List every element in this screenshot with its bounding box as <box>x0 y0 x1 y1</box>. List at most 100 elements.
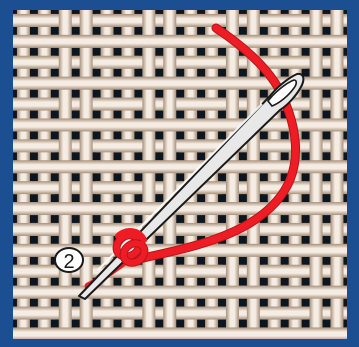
canvas-thread <box>284 265 306 278</box>
canvas-thread <box>33 244 55 257</box>
step-number: 2 <box>63 251 74 273</box>
canvas-thread <box>263 160 285 173</box>
canvas-thread <box>33 118 55 131</box>
canvas-thread <box>159 160 181 173</box>
canvas-thread <box>33 286 55 299</box>
canvas-thread <box>284 56 306 69</box>
canvas-thread <box>222 77 244 90</box>
canvas-thread <box>117 307 139 320</box>
canvas-thread <box>305 286 327 299</box>
canvas-thread <box>180 98 202 111</box>
canvas-thread <box>13 286 35 299</box>
canvas-thread <box>13 244 35 257</box>
canvas-thread <box>117 14 139 27</box>
canvas-thread <box>326 244 348 257</box>
canvas-thread <box>96 139 118 152</box>
canvas-thread <box>13 77 35 90</box>
canvas-thread <box>284 14 306 27</box>
canvas-thread <box>180 286 202 299</box>
canvas-thread <box>117 202 139 215</box>
canvas-thread <box>263 286 285 299</box>
canvas-thread <box>117 56 139 69</box>
canvas-thread <box>159 327 181 340</box>
canvas-thread <box>201 265 223 278</box>
canvas-thread <box>201 327 223 340</box>
canvas-thread <box>117 118 139 131</box>
canvas-thread <box>13 160 35 173</box>
canvas-thread <box>54 202 76 215</box>
canvas-thread <box>96 14 118 27</box>
canvas-thread <box>33 139 55 152</box>
canvas-thread <box>13 265 35 278</box>
canvas-thread <box>117 77 139 90</box>
canvas-thread <box>138 118 160 131</box>
canvas-thread <box>13 202 35 215</box>
canvas-thread <box>284 35 306 48</box>
canvas-thread <box>284 327 306 340</box>
canvas-thread <box>263 35 285 48</box>
canvas-thread <box>138 202 160 215</box>
canvas-thread <box>180 265 202 278</box>
canvas-thread <box>138 327 160 340</box>
canvas-thread <box>222 202 244 215</box>
canvas-thread <box>13 223 35 236</box>
canvas-thread <box>222 327 244 340</box>
canvas-thread <box>138 77 160 90</box>
canvas-thread <box>13 118 35 131</box>
canvas-thread <box>201 77 223 90</box>
canvas-thread <box>263 14 285 27</box>
canvas-thread <box>54 327 76 340</box>
canvas-thread <box>326 286 348 299</box>
canvas-thread <box>242 244 264 257</box>
canvas-thread <box>117 139 139 152</box>
canvas-thread <box>54 160 76 173</box>
canvas-thread <box>96 98 118 111</box>
canvas-thread <box>201 286 223 299</box>
canvas-thread <box>263 265 285 278</box>
canvas-thread <box>13 35 35 48</box>
canvas-thread <box>96 307 118 320</box>
canvas-thread <box>326 202 348 215</box>
canvas-thread <box>138 160 160 173</box>
canvas-thread <box>284 223 306 236</box>
canvas-thread <box>263 327 285 340</box>
canvas-thread <box>33 35 55 48</box>
canvas-thread <box>75 35 97 48</box>
canvas-thread <box>159 286 181 299</box>
canvas-thread <box>13 56 35 69</box>
canvas-thread <box>33 223 55 236</box>
canvas-thread <box>305 327 327 340</box>
canvas-thread <box>242 77 264 90</box>
canvas-thread <box>13 14 35 27</box>
canvas-thread <box>180 307 202 320</box>
canvas-thread <box>13 98 35 111</box>
canvas-thread <box>159 77 181 90</box>
canvas-thread <box>222 286 244 299</box>
canvas-thread <box>305 77 327 90</box>
canvas-thread <box>96 181 118 194</box>
canvas-thread <box>54 35 76 48</box>
canvas-thread <box>96 118 118 131</box>
canvas-thread <box>201 307 223 320</box>
canvas-thread <box>159 35 181 48</box>
canvas-thread <box>33 160 55 173</box>
canvas-thread <box>263 307 285 320</box>
canvas-thread <box>326 35 348 48</box>
canvas-thread <box>242 327 264 340</box>
canvas-thread <box>75 202 97 215</box>
canvas-thread <box>33 14 55 27</box>
canvas-thread <box>284 307 306 320</box>
canvas-thread <box>54 77 76 90</box>
canvas-thread <box>33 98 55 111</box>
canvas-thread <box>138 286 160 299</box>
canvas-thread <box>263 139 285 152</box>
canvas-thread <box>305 244 327 257</box>
canvas-thread <box>305 202 327 215</box>
canvas-thread <box>54 286 76 299</box>
canvas-thread <box>180 139 202 152</box>
canvas-thread <box>326 118 348 131</box>
canvas-thread <box>305 35 327 48</box>
canvas-thread <box>284 244 306 257</box>
